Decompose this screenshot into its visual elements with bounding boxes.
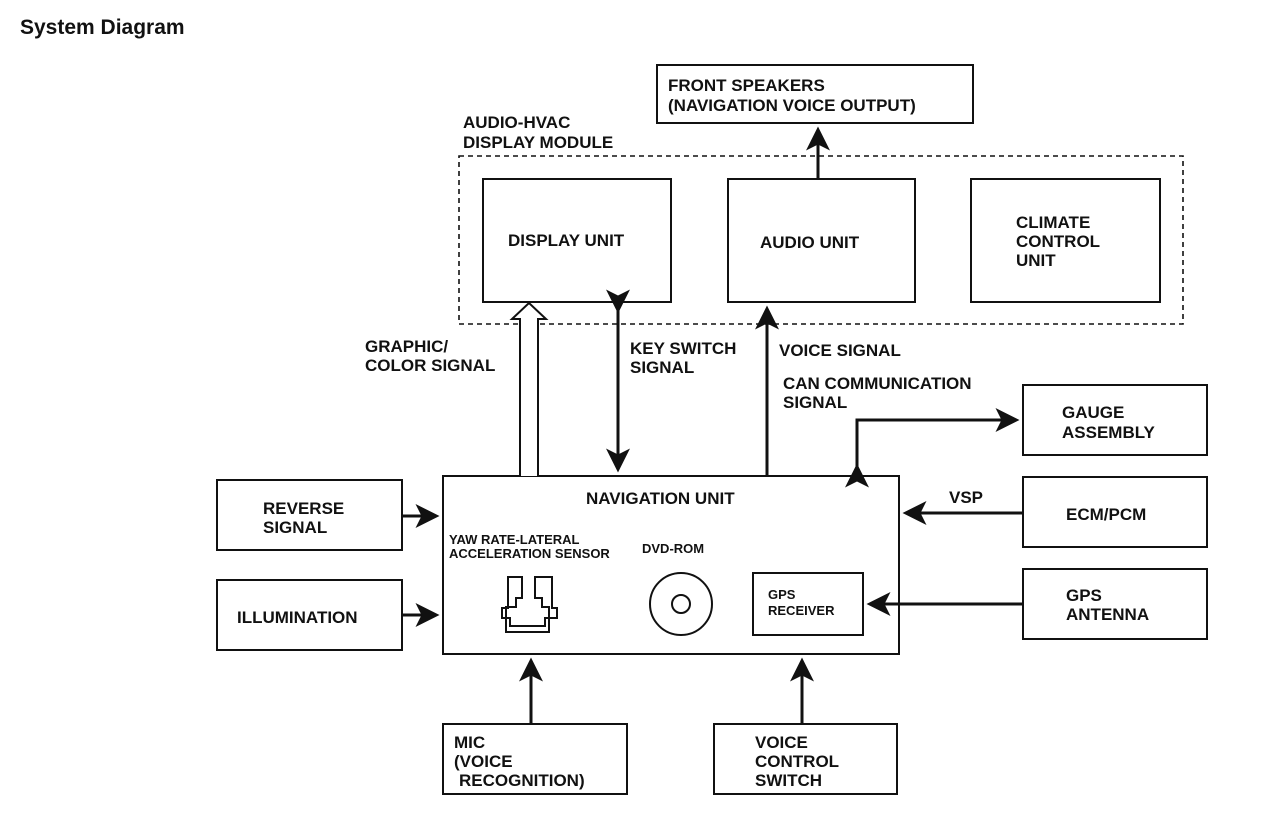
yaw-rate-sensor-icon — [501, 576, 558, 633]
gps-receiver-block — [752, 572, 864, 636]
yaw-rate-sensor-label: YAW RATE-LATERAL ACCELERATION SENSOR — [449, 532, 610, 561]
illumination-block — [216, 579, 403, 651]
voice-control-switch-label: VOICE CONTROL SWITCH — [755, 733, 843, 790]
voice-control-switch-block — [713, 723, 898, 795]
audio-unit-label: AUDIO UNIT — [760, 233, 860, 252]
display-unit-label: DISPLAY UNIT — [508, 231, 625, 250]
gps-receiver-label: GPS RECEIVER — [768, 587, 835, 618]
illumination-label: ILLUMINATION — [237, 608, 358, 627]
ecm-pcm-label: ECM/PCM — [1066, 505, 1146, 524]
audio-unit-block — [727, 178, 916, 303]
dvd-disc-icon — [649, 572, 713, 636]
voice-signal-label: VOICE SIGNAL — [779, 341, 901, 360]
diagram-title: System Diagram — [20, 16, 185, 39]
navigation-unit-label: NAVIGATION UNIT — [586, 489, 735, 508]
audio-hvac-display-module — [458, 155, 1184, 325]
mic-label: MIC (VOICE RECOGNITION) — [454, 733, 585, 790]
graphic-color-signal-label: GRAPHIC/ COLOR SIGNAL — [365, 337, 495, 375]
dvd-disc-hub-icon — [671, 594, 691, 614]
gps-antenna-block — [1022, 568, 1208, 640]
can-communication-arrow — [845, 408, 1020, 488]
audio-hvac-module-label: AUDIO-HVAC DISPLAY MODULE — [463, 113, 613, 152]
front-speakers-block — [656, 64, 974, 124]
reverse-signal-label: REVERSE SIGNAL — [263, 499, 349, 537]
gps-antenna-label: GPS ANTENNA — [1066, 586, 1149, 624]
can-communication-signal-label: CAN COMMUNICATION SIGNAL — [783, 374, 976, 412]
front-speakers-label: FRONT SPEAKERS (NAVIGATION VOICE OUTPUT) — [668, 76, 916, 115]
reverse-signal-block — [216, 479, 403, 551]
graphic-color-signal-arrow — [509, 301, 549, 476]
display-unit-block — [482, 178, 672, 303]
climate-control-unit-label: CLIMATE CONTROL UNIT — [1016, 213, 1104, 270]
climate-control-unit-block — [970, 178, 1161, 303]
vsp-signal-label: VSP — [949, 488, 983, 507]
gauge-assembly-label: GAUGE ASSEMBLY — [1062, 403, 1156, 442]
gauge-assembly-block — [1022, 384, 1208, 456]
mic-block — [442, 723, 628, 795]
key-switch-signal-label: KEY SWITCH SIGNAL — [630, 339, 741, 377]
dvd-rom-label: DVD-ROM — [642, 541, 704, 556]
